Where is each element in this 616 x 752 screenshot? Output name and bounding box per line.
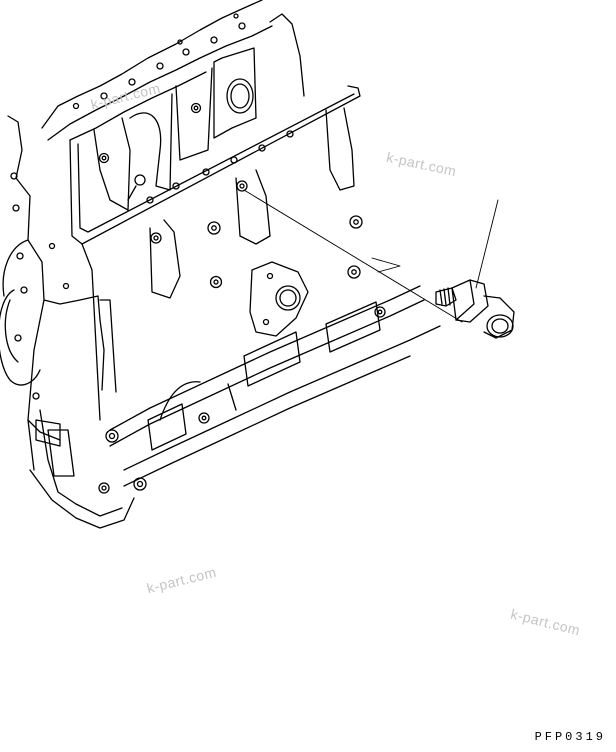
threaded-plug: [435, 279, 515, 339]
leader-lines: [243, 189, 499, 323]
hole-arrow: [371, 257, 401, 273]
drawing-reference-code: PFP0319: [534, 730, 606, 744]
part-callout-leader: [475, 199, 499, 289]
install-leader: [243, 189, 463, 323]
cylinder-block: [0, 0, 441, 529]
